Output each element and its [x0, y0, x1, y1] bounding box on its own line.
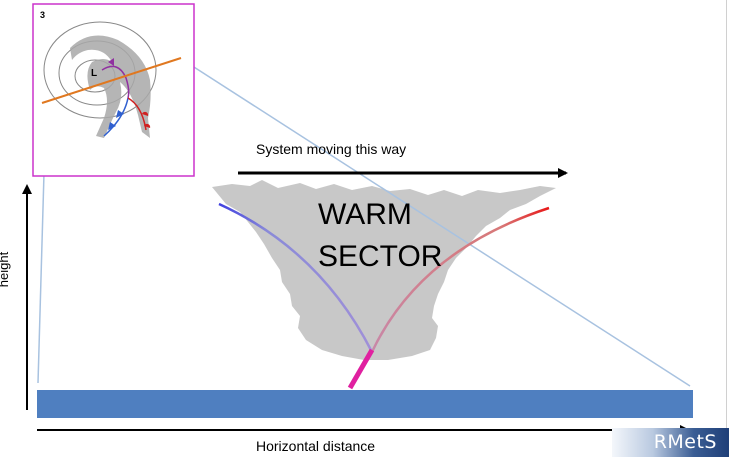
inset-cloud-spiral [70, 35, 151, 138]
cold-front-line [218, 202, 374, 353]
warm-front-semicircle-icon [142, 111, 149, 116]
inset-occluded-front [101, 65, 130, 99]
inset-panel-number: 3 [40, 10, 46, 20]
height-axis-label: height [0, 251, 12, 288]
warm-front-line [370, 206, 550, 353]
inset-cross-section-line [41, 57, 182, 104]
warm-sector-label-line2: SECTOR [318, 240, 443, 273]
occlusion-segment [347, 348, 375, 390]
projection-line-left [37, 172, 45, 384]
ground-surface [37, 390, 693, 418]
low-pressure-label: L [91, 68, 98, 79]
cloud-mass [212, 180, 556, 360]
isobar-outer [43, 21, 157, 119]
warm-sector-label-line1: WARM [318, 198, 412, 231]
warm-front-semicircle-icon [144, 123, 151, 128]
cold-front-triangle-icon [116, 110, 124, 118]
page-edge [726, 0, 727, 457]
inset-cold-front [103, 97, 129, 137]
system-moving-label: System moving this way [256, 141, 407, 157]
cold-front-triangle-icon [108, 122, 116, 130]
projection-line-right [182, 59, 691, 387]
rmets-logo: RMetS [612, 428, 729, 457]
occluded-front-symbol-icon [108, 58, 114, 66]
inset-synoptic-map [32, 3, 195, 177]
horizontal-axis-label: Horizontal distance [256, 438, 376, 454]
rmets-logo-text: RMetS [653, 431, 717, 453]
